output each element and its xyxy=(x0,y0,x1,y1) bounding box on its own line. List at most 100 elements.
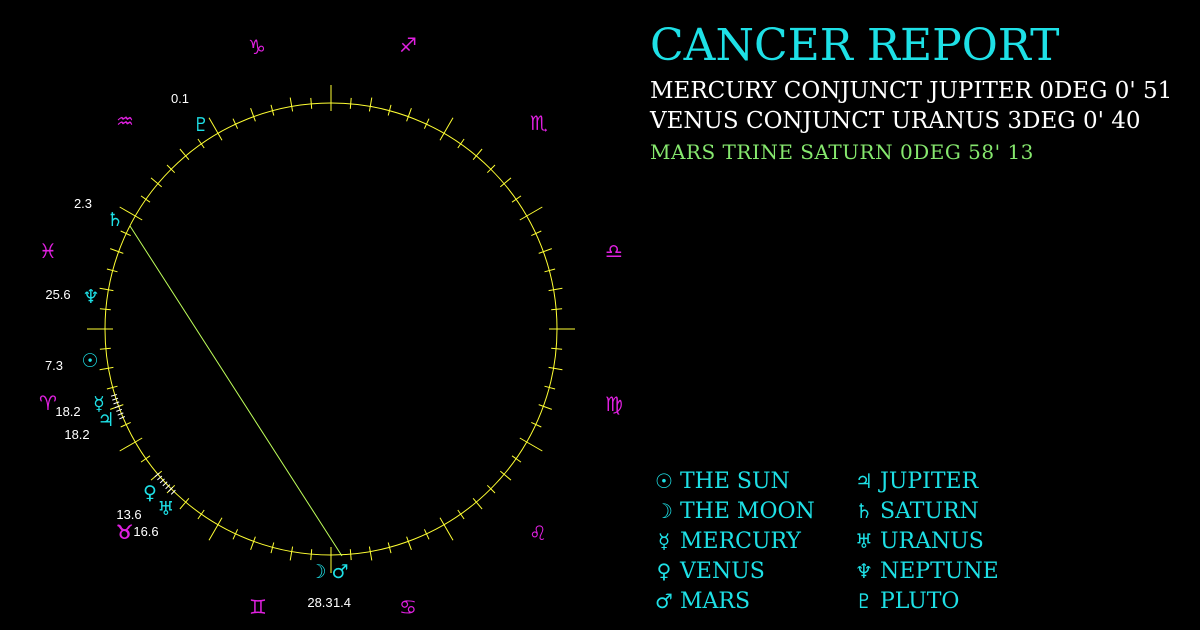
sun-icon: ☉ xyxy=(81,350,98,372)
pluto-icon: ♇ xyxy=(192,114,209,136)
pisces-icon: ♓ xyxy=(39,239,57,263)
legend-item-moon: ☽THE MOON xyxy=(648,496,848,526)
zodiac-ring: ♑ ♐ ♏ ♎ ♍ ♌ ♋ ♊ ♉ ♈ ♓ ♒ xyxy=(39,33,623,619)
degree-labels: 0.1 2.3 25.6 7.3 18.2 18.2 13.6 16.6 28.… xyxy=(45,91,351,610)
minor-tick xyxy=(368,546,373,561)
legend-item-mars: ♂ MARS xyxy=(648,586,848,616)
moon-degree: 28.3 xyxy=(307,595,332,610)
planet-tick xyxy=(154,472,160,478)
legend-item-saturn: ♄SATURN xyxy=(848,496,1028,526)
major-tick xyxy=(208,117,223,141)
planet-tick xyxy=(159,478,165,484)
mars-icon: ♂ xyxy=(655,589,673,613)
gemini-icon: ♊ xyxy=(249,595,267,619)
moon-icon: ☽ xyxy=(309,561,326,583)
minor-tick xyxy=(110,248,124,254)
minor-tick xyxy=(120,421,131,428)
minor-tick xyxy=(544,268,556,273)
legend-label: JUPITER xyxy=(880,468,979,494)
aspect-line-1: MERCURY CONJUNCT JUPITER 0DEG 0' 51 xyxy=(650,78,1173,104)
minor-tick xyxy=(179,148,190,161)
sagittarius-icon: ♐ xyxy=(399,33,417,57)
page-title: CANCER REPORT xyxy=(650,20,1060,71)
minor-tick xyxy=(250,536,256,550)
minor-tick xyxy=(531,421,542,428)
planet-tick xyxy=(165,484,171,490)
legend-label: VENUS xyxy=(680,558,765,584)
planet-tick xyxy=(112,397,119,401)
aspect-line-2: VENUS CONJUNCT URANUS 3DEG 0' 40 xyxy=(650,108,1141,134)
minor-tick xyxy=(538,248,552,254)
aspect-line-3: MARS TRINE SATURN 0DEG 58' 13 xyxy=(650,140,1034,164)
astrology-wheel: ♑ ♐ ♏ ♎ ♍ ♌ ♋ ♊ ♉ ♈ ♓ ♒ ♇ ♄ ♆ ☉ ☿ ♃ ♀ ♅ … xyxy=(39,33,623,619)
legend-item-pluto: ♇ PLUTO xyxy=(848,586,1028,616)
major-tick xyxy=(208,517,223,541)
minor-tick xyxy=(387,104,392,116)
planet-tick xyxy=(162,481,168,487)
legend-item-mercury: ☿ MERCURY xyxy=(648,526,848,556)
jupiter-icon: ♃ xyxy=(855,469,873,493)
legend-label: MARS xyxy=(680,588,751,614)
cancer-icon: ♋ xyxy=(399,595,417,619)
planet-tick xyxy=(119,416,125,420)
legend-label: MERCURY xyxy=(680,528,801,554)
minor-tick xyxy=(120,230,131,237)
legend-label: PLUTO xyxy=(880,588,960,614)
minor-tick xyxy=(349,97,352,109)
major-tick xyxy=(119,437,143,452)
taurus-marker-degree: 16.6 xyxy=(133,524,158,539)
minor-tick xyxy=(99,366,114,371)
saturn-icon: ♄ xyxy=(106,209,123,231)
minor-tick xyxy=(406,108,412,122)
venus-icon: ♀ xyxy=(143,482,157,504)
minor-tick xyxy=(531,230,542,237)
wheel-circle xyxy=(104,102,558,556)
uranus-icon: ♅ xyxy=(855,529,873,553)
uranus-degree: 13.6 xyxy=(116,507,141,522)
mars-icon: ♂ xyxy=(331,561,348,583)
minor-tick xyxy=(349,549,352,561)
minor-tick xyxy=(387,542,392,554)
minor-tick xyxy=(99,308,111,311)
neptune-icon: ♆ xyxy=(855,559,873,583)
minor-tick xyxy=(310,549,313,561)
minor-tick xyxy=(270,542,275,554)
minor-tick xyxy=(499,177,512,188)
minor-tick xyxy=(232,118,239,129)
legend-item-neptune: ♆ NEPTUNE xyxy=(848,556,1028,586)
saturn-degree: 2.3 xyxy=(74,196,92,211)
legend-item-venus: ♀VENUS xyxy=(648,556,848,586)
minor-tick xyxy=(423,529,430,540)
planet-tick xyxy=(168,487,173,492)
minor-tick xyxy=(544,385,556,390)
leo-icon: ♌ xyxy=(529,521,547,545)
scorpio-icon: ♏ xyxy=(530,111,548,135)
minor-tick xyxy=(289,546,294,561)
major-tick xyxy=(439,117,454,141)
planet-markers: ♇ ♄ ♆ ☉ ☿ ♃ ♀ ♅ ♉ ☽ ♂ xyxy=(81,114,348,583)
virgo-icon: ♍ xyxy=(605,392,623,416)
legend-label: SATURN xyxy=(880,498,979,524)
minor-tick xyxy=(106,385,118,390)
major-tick xyxy=(519,437,543,452)
taurus-icon: ♉ xyxy=(116,520,134,544)
legend-label: NEPTUNE xyxy=(880,558,999,584)
sun-icon: ☉ xyxy=(655,469,673,493)
planet-tick xyxy=(170,489,176,495)
cluster-ticks xyxy=(110,394,176,495)
mercury-icon: ☿ xyxy=(657,529,671,553)
moon-icon: ☽ xyxy=(655,499,673,523)
minor-tick xyxy=(551,347,563,350)
minor-tick xyxy=(270,104,275,116)
minor-tick xyxy=(368,97,373,112)
pluto-icon: ♇ xyxy=(855,589,873,613)
minor-tick xyxy=(310,97,313,109)
minor-tick xyxy=(538,404,552,410)
legend-label: URANUS xyxy=(880,528,984,554)
minor-tick xyxy=(150,177,163,188)
minor-tick xyxy=(548,287,563,292)
major-tick xyxy=(119,206,143,221)
planet-tick xyxy=(157,475,163,481)
aquarius-icon: ♒ xyxy=(116,109,134,133)
legend-item-jupiter: ♃ JUPITER xyxy=(848,466,1028,496)
